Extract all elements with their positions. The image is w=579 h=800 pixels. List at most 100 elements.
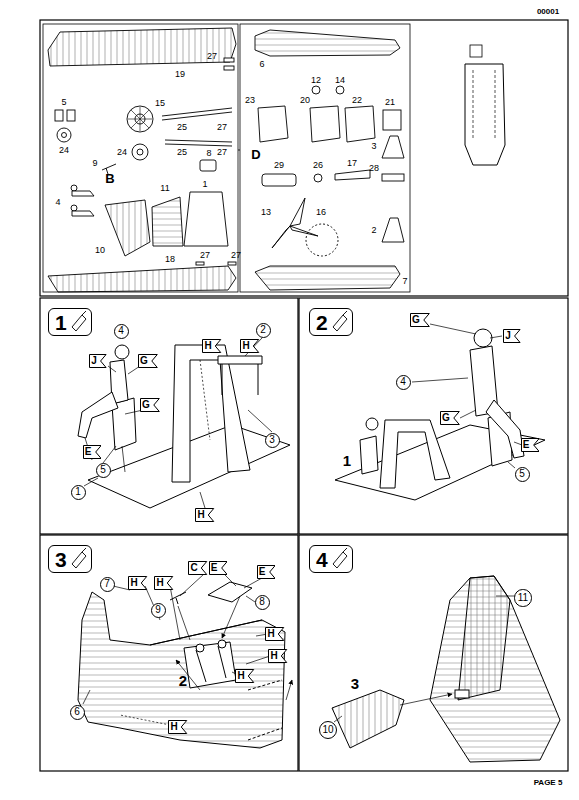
paint-flag: J	[503, 329, 521, 343]
part-number: 22	[352, 96, 362, 105]
subassembly-number: 3	[351, 676, 359, 691]
part-callout: 10	[319, 721, 337, 739]
part-callout: 2	[256, 323, 271, 338]
flag-shape	[141, 399, 160, 412]
part-callout: 7	[100, 577, 115, 592]
part-callout: 4	[396, 375, 411, 390]
step-number-box: 3	[48, 545, 92, 573]
callout-text: 1	[55, 312, 67, 333]
part-number: 13	[261, 208, 271, 217]
part-number: 17	[347, 159, 357, 168]
paint-flag: G	[138, 354, 158, 368]
paint-flag: J	[89, 354, 107, 368]
paint-flag: H	[195, 508, 214, 522]
callout-text: E	[211, 563, 218, 573]
callout-text: H	[237, 671, 244, 681]
part-callout: 8	[255, 595, 270, 610]
part-number: 27	[217, 148, 227, 157]
part-number: 11	[160, 184, 169, 193]
callout-text: H	[170, 722, 177, 732]
step-number-box: 2	[309, 308, 353, 336]
part-number: 25	[177, 123, 187, 132]
part-number: 8	[206, 149, 211, 158]
flag-shape	[203, 340, 221, 353]
callout-text: H	[204, 341, 211, 351]
callout-text: H	[270, 651, 277, 661]
callout-text: 3	[55, 549, 67, 570]
part-callout: 5	[96, 463, 111, 478]
page-number: 00001	[537, 8, 559, 16]
callout-text: H	[242, 341, 249, 351]
part-number: 27	[200, 251, 210, 260]
callout-text: G	[140, 356, 148, 366]
paint-flag: E	[521, 438, 540, 452]
part-callout: 11	[514, 589, 531, 606]
part-number: 26	[313, 161, 323, 170]
callout-text: 2	[260, 325, 266, 335]
part-number: 1	[202, 180, 207, 189]
paint-flag: H	[268, 649, 287, 663]
callout-text: 2	[316, 312, 328, 333]
subassembly-number: 1	[343, 453, 351, 468]
flag-shape	[266, 628, 284, 641]
callout-text: 4	[316, 549, 328, 570]
callout-text: H	[197, 510, 204, 520]
part-number: 4	[55, 198, 60, 207]
callout-text: 11	[518, 593, 528, 603]
part-number: 24	[117, 148, 127, 157]
callout-text: H	[267, 629, 274, 639]
part-number: 14	[335, 76, 345, 85]
part-callout: 9	[151, 603, 166, 618]
part-number: 18	[165, 255, 175, 264]
flag-shape	[411, 314, 430, 327]
callout-text: 4	[400, 377, 406, 387]
paint-flag: E	[209, 561, 228, 575]
sprue-letter: B	[105, 172, 114, 185]
part-number: 19	[175, 70, 185, 79]
flag-shape	[269, 650, 287, 663]
callout-text: H	[130, 578, 137, 588]
callout-text: 10	[322, 725, 333, 735]
flag-shape	[169, 721, 187, 734]
part-number: 9	[92, 159, 97, 168]
paint-flag: E	[257, 565, 276, 579]
callout-text: G	[442, 413, 450, 423]
paint-flag: G	[440, 411, 460, 425]
paint-flag: H	[265, 627, 284, 641]
part-number: 25	[177, 148, 187, 157]
paint-flag: G	[410, 313, 430, 327]
part-number: 7	[402, 277, 407, 286]
callout-text: G	[142, 400, 150, 410]
part-number: 15	[155, 99, 165, 108]
part-number: 23	[245, 96, 255, 105]
flag-shape	[209, 562, 227, 575]
step-number-box: 4	[309, 545, 353, 573]
page-number: PAGE 5	[534, 779, 563, 787]
paint-flag: H	[128, 576, 147, 590]
callout-text: 3	[269, 435, 275, 445]
flag-shape	[90, 355, 107, 368]
part-number: 3	[371, 142, 376, 151]
paint-flag: C	[188, 561, 207, 575]
part-number: 21	[385, 98, 395, 107]
part-number: 2	[371, 226, 376, 235]
part-callout: 4	[114, 324, 129, 339]
callout-text: J	[505, 331, 511, 341]
part-number: 5	[61, 98, 66, 107]
part-number: 27	[217, 123, 227, 132]
callout-text: 9	[155, 605, 161, 615]
callout-text: H	[156, 578, 163, 588]
callout-text: 7	[104, 579, 110, 589]
callout-text: 4	[118, 326, 124, 336]
callout-text: 5	[100, 465, 106, 475]
subassembly-number: 2	[179, 673, 187, 688]
flag-shape	[189, 562, 207, 575]
flag-shape	[196, 509, 214, 522]
flag-shape	[441, 412, 460, 425]
paint-flag: H	[154, 576, 173, 590]
part-number: 29	[274, 161, 284, 170]
callout-text: 6	[74, 707, 80, 717]
flag-shape	[236, 670, 254, 683]
part-number: 24	[59, 146, 69, 155]
